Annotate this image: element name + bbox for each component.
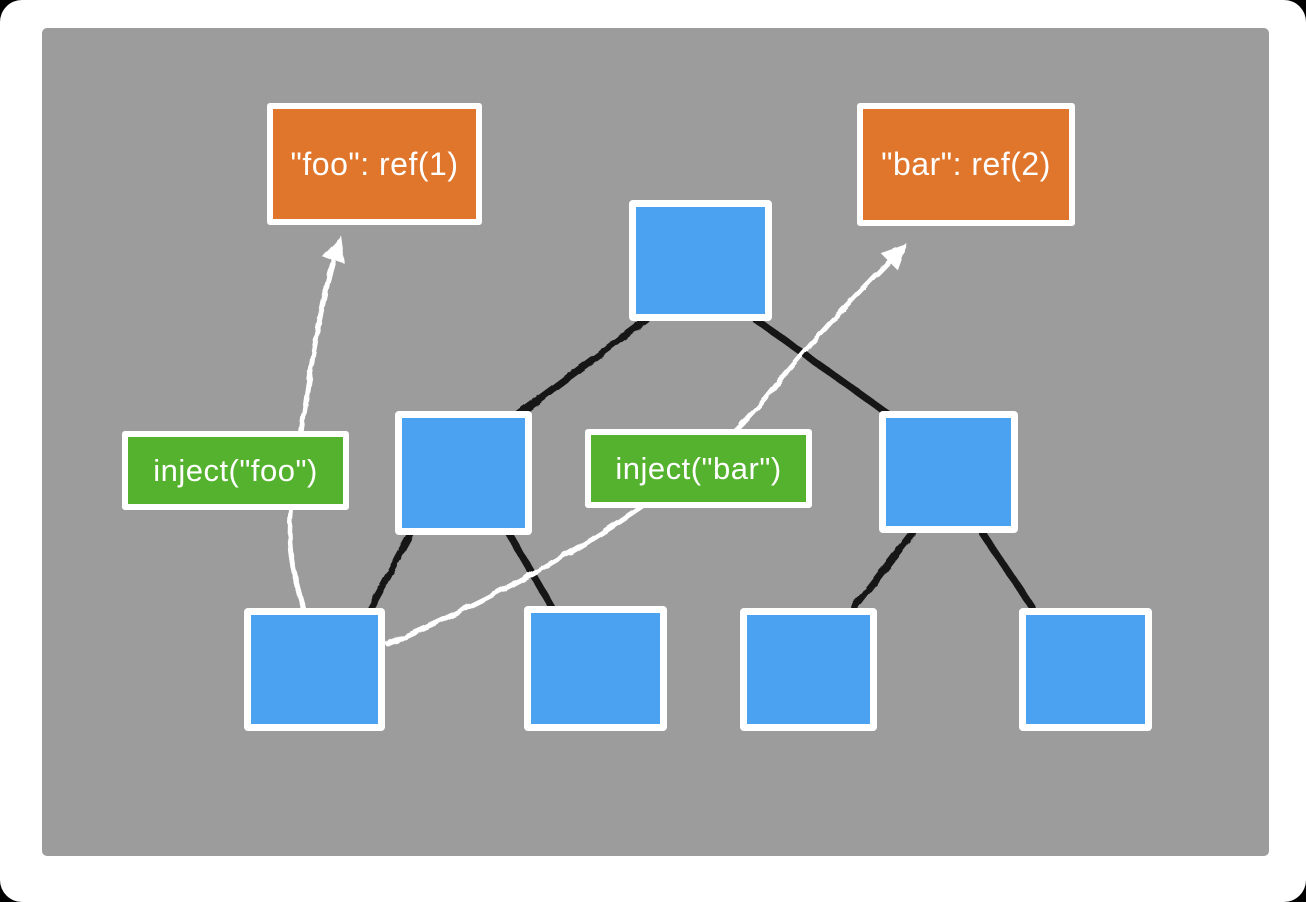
tree-edge-left-child1: [365, 527, 417, 615]
provide-bar-label: "bar": ref(2): [881, 146, 1051, 182]
tree-edge-right-child1: [850, 528, 917, 612]
provide-foo-box: "foo": ref(1): [267, 103, 482, 225]
component-node-leaf-3: [740, 608, 877, 731]
tree-edge-root-left: [512, 316, 650, 420]
diagram-canvas: inject("foo") inject("bar") "foo": ref(1…: [42, 28, 1269, 856]
component-node-root: [629, 200, 772, 321]
tree-edge-right-child2: [979, 530, 1036, 611]
component-node-leaf-4: [1019, 608, 1152, 731]
component-node-mid-left: [395, 411, 532, 535]
inject-bar-box: inject("bar"): [585, 429, 812, 508]
inject-foo-box: inject("foo"): [122, 431, 349, 510]
inject-foo-label: inject("foo"): [153, 452, 318, 488]
inject-arrow-foo: [287, 242, 339, 613]
component-node-mid-right: [879, 411, 1018, 533]
tree-edge-root-right: [751, 315, 895, 420]
provide-foo-label: "foo": ref(1): [290, 145, 459, 182]
tree-edge-left-child2: [504, 528, 557, 613]
inject-bar-label: inject("bar"): [615, 450, 782, 486]
component-node-leaf-1: [244, 608, 385, 731]
component-node-leaf-2: [524, 606, 667, 731]
provide-bar-box: "bar": ref(2): [857, 103, 1075, 226]
